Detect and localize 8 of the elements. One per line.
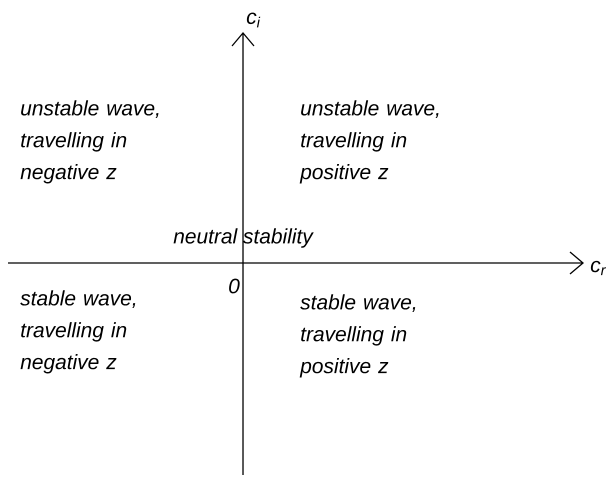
axis-label: c$_{i}$ — [246, 12, 260, 28]
axis-label: c$_{r}$ — [590, 260, 606, 276]
quadrant-label: unstable wave, travelling in positive z — [300, 100, 438, 184]
quadrant-label: stable wave, travelling in negative z — [20, 290, 136, 374]
quadrant-label: unstable wave, travelling in negative z — [20, 100, 158, 184]
axis-annotation: neutral stability — [174, 228, 314, 248]
origin-label: 0 — [229, 278, 240, 294]
quadrant-label: stable wave, travelling in positive z — [300, 294, 416, 378]
